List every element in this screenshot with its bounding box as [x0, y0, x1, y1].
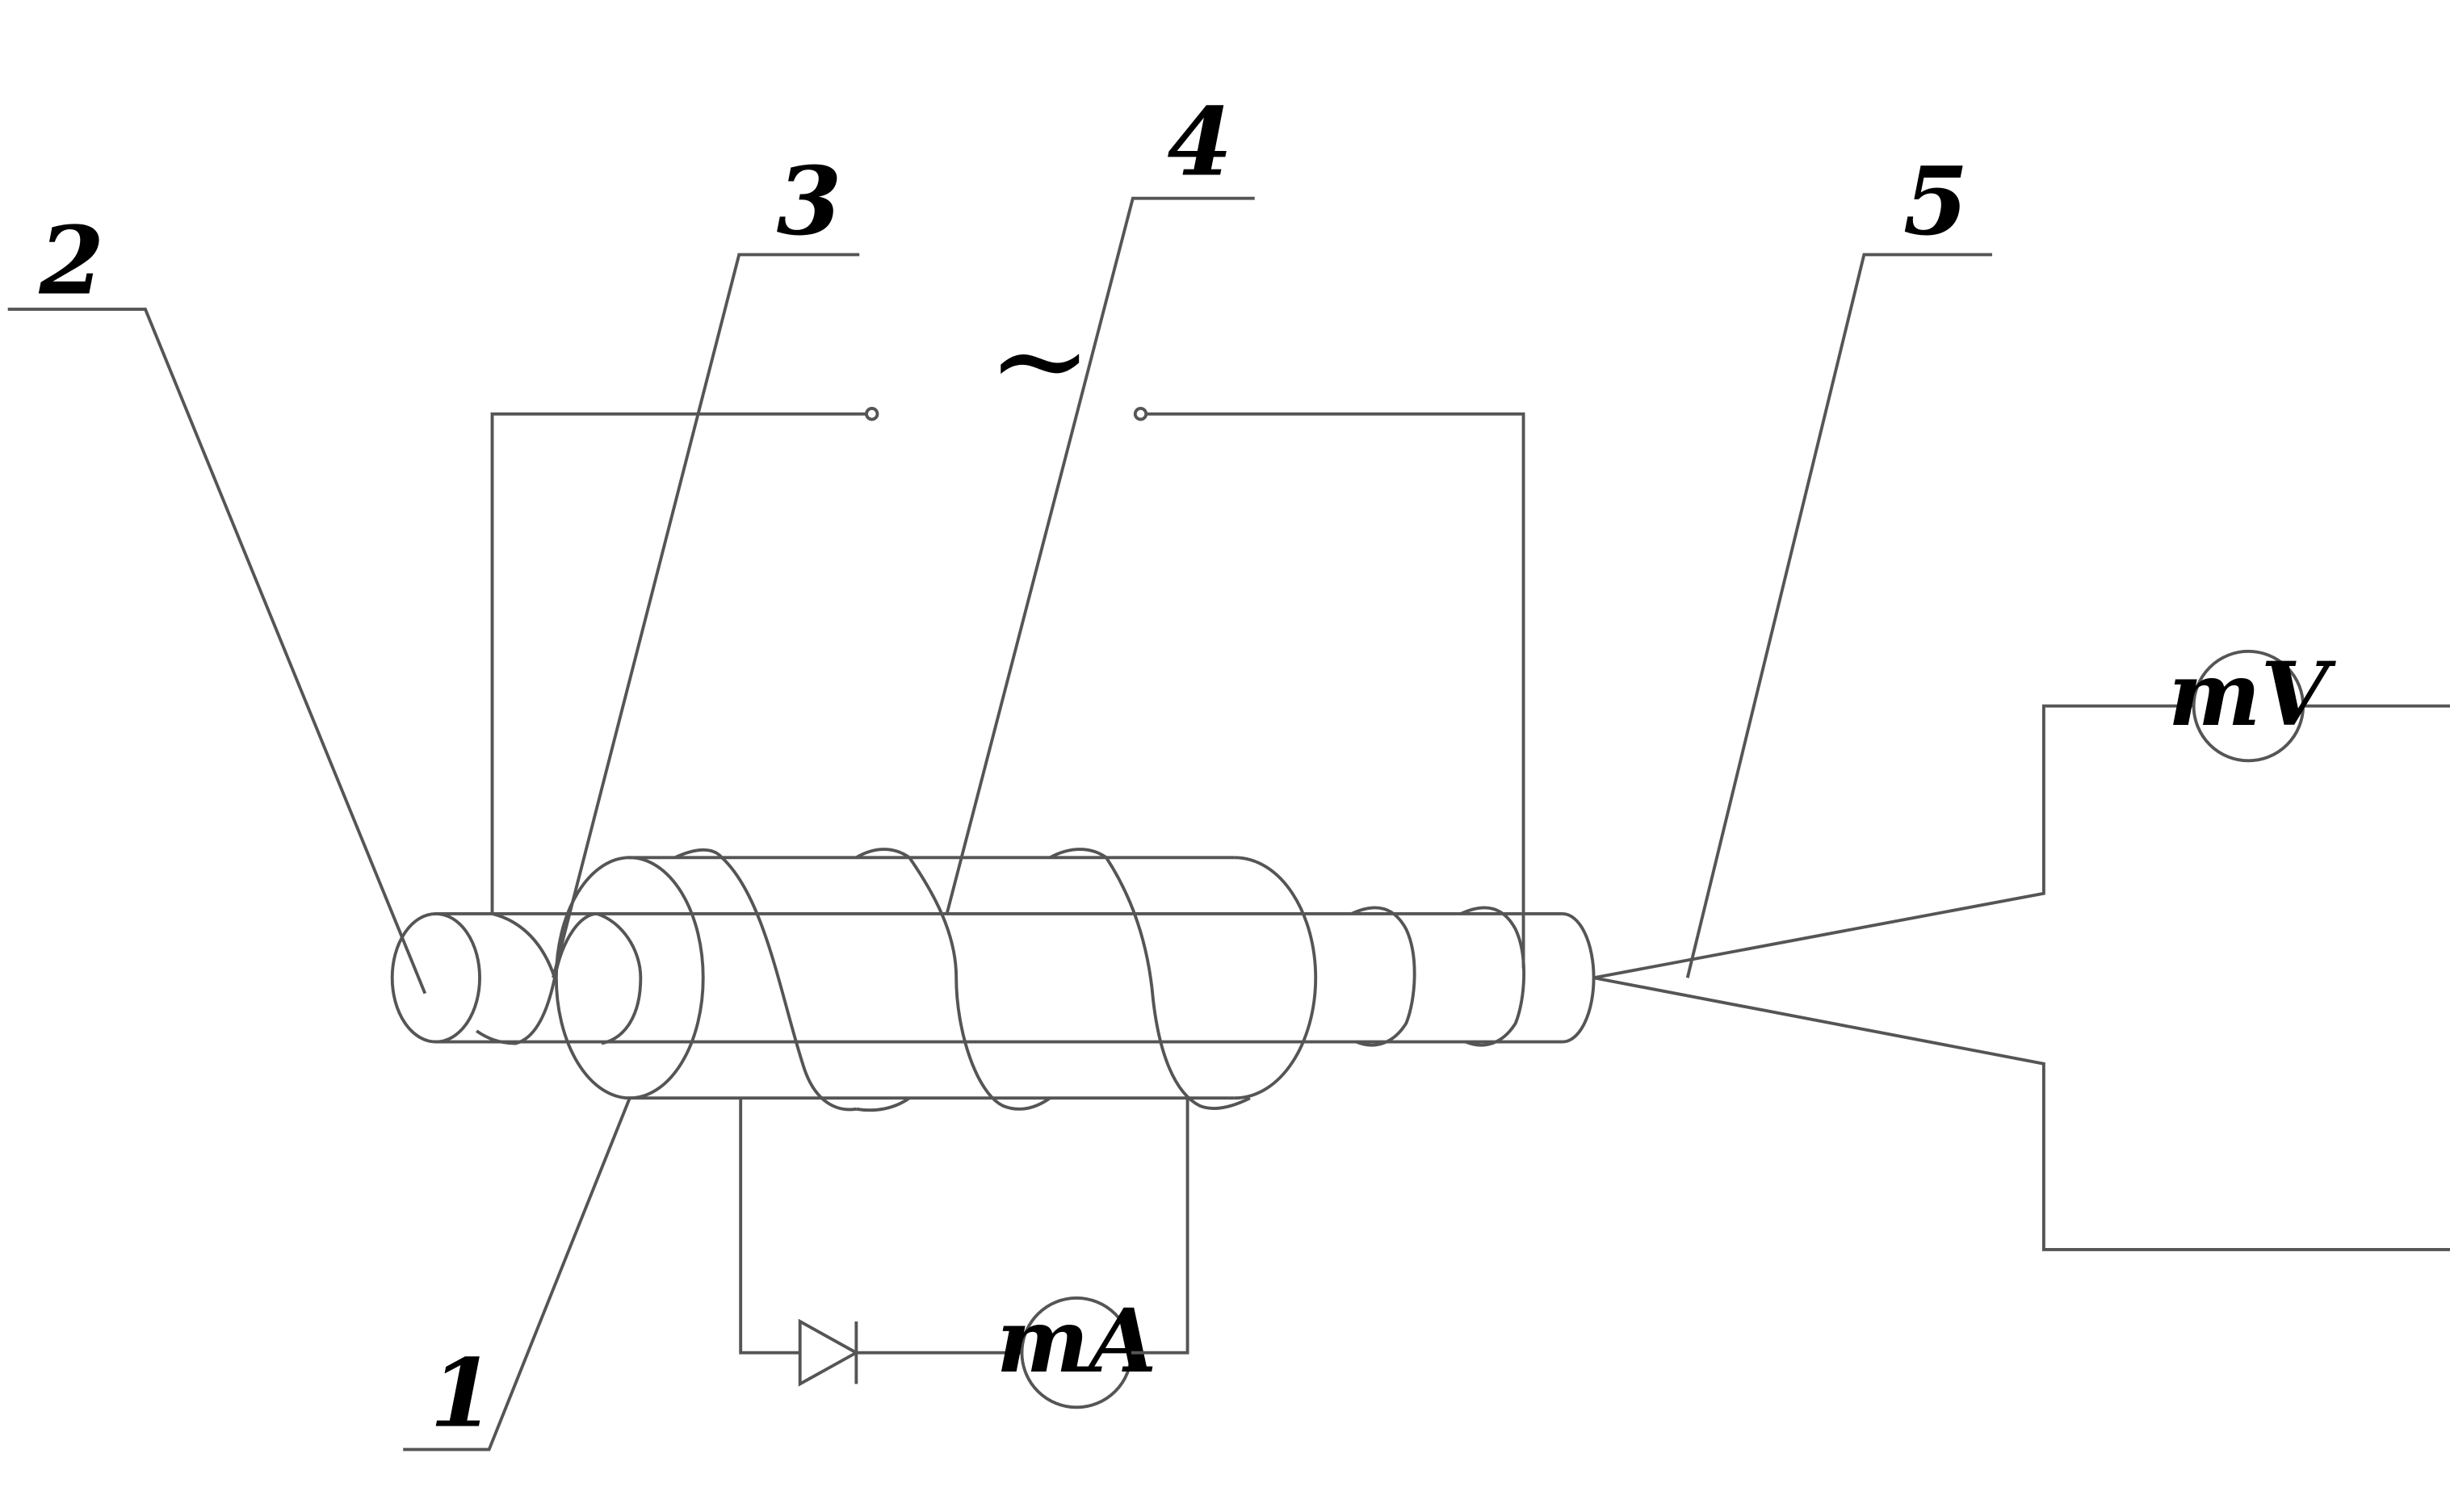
secondary-lead-left [739, 1098, 800, 1355]
voltmeter-label: mV [2168, 643, 2337, 746]
leader-5 [1685, 253, 1993, 978]
callout-4: 4 [1167, 88, 1232, 198]
outer-sleeve [554, 856, 1318, 1100]
thermocouple-lead-upper [1593, 704, 2194, 980]
callout-1: 1 [430, 1339, 495, 1449]
leader-2 [7, 308, 427, 995]
diode-icon [798, 1318, 860, 1387]
ac-source-circuit: ~ [490, 287, 1525, 969]
sleeve-end-right [1234, 856, 1318, 1100]
ac-terminal-right [1133, 407, 1148, 421]
leader-4 [945, 196, 1255, 915]
ac-lead-right [1145, 412, 1525, 969]
primary-winding-left [476, 911, 643, 1045]
callout-labels: 1 2 3 4 5 [38, 88, 1968, 1449]
thermocouple-circuit: mV [1593, 643, 2450, 1251]
ac-source-symbol: ~ [988, 287, 1093, 433]
leader-lines [7, 196, 1993, 1451]
callout-3: 3 [777, 147, 842, 257]
voltmeter [2192, 649, 2305, 763]
ac-lead-left [490, 412, 867, 914]
helical-winding [674, 848, 1251, 1112]
rod-end-left [390, 911, 481, 1044]
leader-1 [403, 1097, 631, 1451]
secondary-circuit: mA [739, 1098, 1189, 1409]
rod-end-right [1562, 911, 1596, 1044]
secondary-lead-right [1131, 1098, 1189, 1355]
leader-3 [552, 253, 860, 978]
primary-winding-right [1350, 906, 1525, 1047]
ac-terminal-left [865, 407, 879, 421]
callout-2: 2 [38, 207, 104, 316]
thermocouple-lead-lower [1593, 976, 2450, 1251]
callout-5: 5 [1903, 147, 1969, 257]
sleeve-end-left [554, 856, 705, 1100]
ammeter-label: mA [996, 1289, 1157, 1393]
